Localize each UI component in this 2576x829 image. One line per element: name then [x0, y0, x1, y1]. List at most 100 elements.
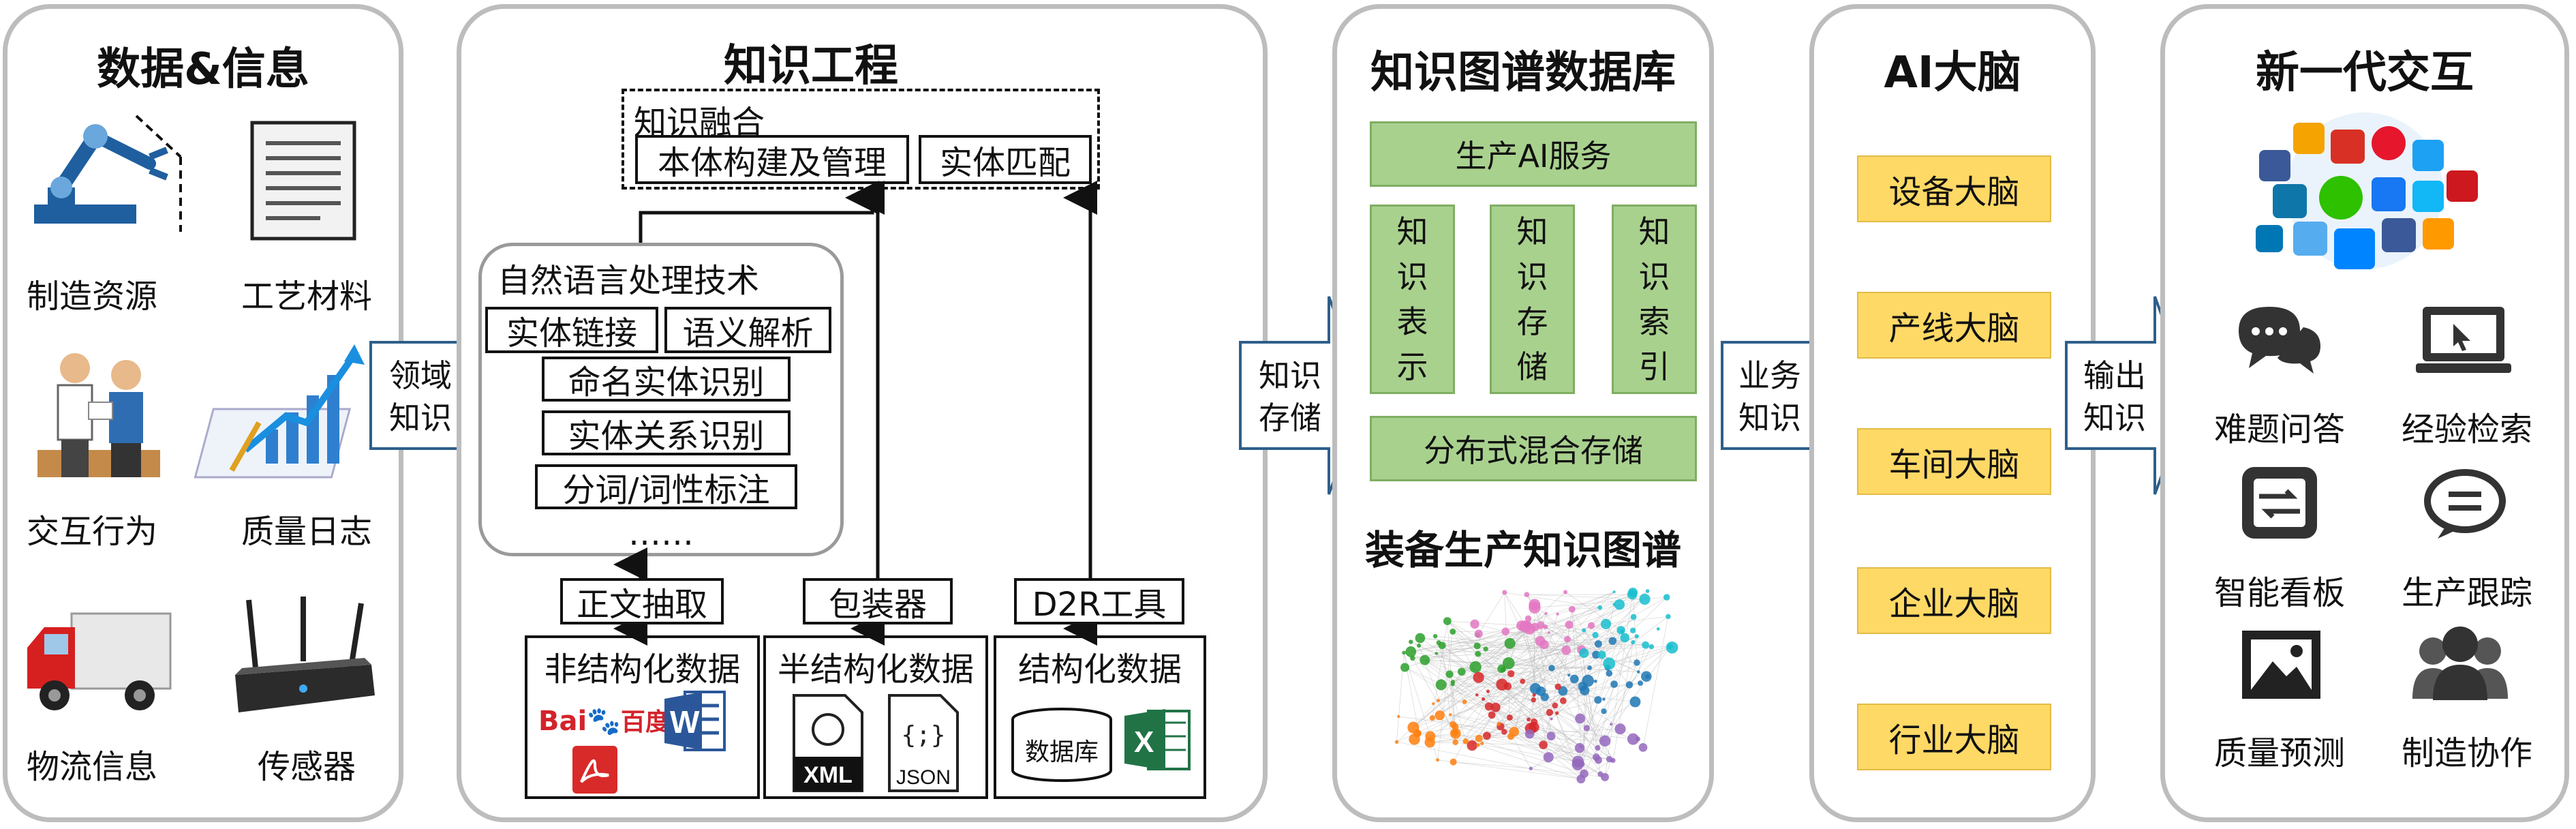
wrapper-box: 包装器 — [803, 578, 953, 624]
kg-network-node — [1544, 624, 1548, 629]
kg-network-node — [1556, 612, 1559, 615]
word-logo-letter: W — [670, 704, 700, 740]
data-info-title: 数据&信息 — [3, 34, 403, 97]
kg-network-node — [1507, 670, 1514, 677]
kg-network-node — [1502, 590, 1507, 594]
kg-network-node — [1569, 606, 1576, 613]
kg-network-node — [1435, 652, 1438, 655]
arrow-label-line: 知识 — [376, 397, 465, 439]
kg-network-edge — [1643, 616, 1668, 747]
kg-network-node — [1409, 639, 1413, 644]
kg-network-node — [1612, 603, 1616, 606]
kg-network-node — [1415, 633, 1426, 644]
kg-network-node — [1503, 657, 1515, 669]
monitor-cursor-icon — [2416, 303, 2511, 378]
kg-network-node — [1488, 711, 1496, 719]
kg-network-node — [1552, 703, 1559, 709]
kg-network-node — [1476, 743, 1479, 747]
user-group-icon — [2409, 624, 2511, 702]
kg-network-node — [1663, 594, 1670, 601]
kg-network-node — [1649, 644, 1655, 650]
kg-network-node — [1597, 650, 1606, 659]
distributed-storage-box: 分布式混合存储 — [1370, 416, 1697, 481]
kg-network-node — [1425, 732, 1435, 742]
kg-network-edge — [1397, 742, 1581, 779]
kg-network-node — [1580, 770, 1589, 779]
dashboard-switch-icon — [2239, 464, 2320, 542]
kg-network-node — [1501, 627, 1509, 635]
kg-network-node — [1595, 756, 1602, 764]
interaction-item-label: 智能看板 — [2198, 566, 2361, 614]
kg-network-node — [1531, 697, 1536, 702]
kg-network-node — [1579, 648, 1589, 658]
kg-network-node — [1620, 633, 1629, 643]
kg-network-node — [1628, 588, 1638, 597]
kg-network-node — [1626, 681, 1634, 689]
kg-network-edge — [1438, 760, 1581, 779]
kg-network-node — [1575, 743, 1584, 753]
interaction-item-label: 经验检索 — [2385, 402, 2549, 450]
arrow-label: 领域 知识 — [376, 355, 465, 439]
kg-network-edge — [1487, 736, 1605, 741]
kg-network-node — [1452, 739, 1458, 745]
kg-network-node — [1564, 636, 1571, 643]
interaction-item-label: 制造协作 — [2385, 726, 2549, 774]
kg-network-node — [1639, 594, 1650, 605]
kg-network-node — [1613, 590, 1616, 593]
semistructured-data-label: 半结构化数据 — [763, 642, 988, 690]
kg-network-node — [1400, 663, 1409, 672]
kg-network-node — [1554, 684, 1561, 690]
kg-network-node — [1402, 651, 1406, 655]
kg-network-node — [1565, 620, 1574, 629]
kg-network-node — [1469, 661, 1481, 673]
kg-network-node — [1563, 590, 1567, 594]
kg-network-edge — [1454, 762, 1531, 769]
kg-network-node — [1666, 642, 1678, 654]
kg-network-node — [1614, 723, 1625, 734]
kg-network-node — [1397, 715, 1400, 718]
kg-network-node — [1525, 729, 1535, 739]
arrow-label-line: 领域 — [376, 355, 465, 397]
kg-network-node — [1436, 758, 1439, 762]
baidu-paw-icon: 🐾 — [587, 706, 621, 737]
kg-network-node — [1437, 640, 1441, 645]
kg-network-node — [1531, 719, 1537, 725]
equipment-brain-box: 设备大脑 — [1857, 155, 2051, 222]
kg-network-node — [1597, 605, 1602, 610]
kg-network-node — [1544, 752, 1554, 762]
kg-network-node — [1637, 670, 1640, 673]
kg-network-node — [1450, 629, 1456, 635]
kg-network-node — [1483, 732, 1491, 740]
data-item-label: 物流信息 — [14, 740, 170, 787]
kg-network-node — [1527, 717, 1531, 721]
kg-network-node — [1475, 735, 1483, 742]
kg-network-node — [1446, 670, 1454, 678]
knowledge-representation-box: 知识表示 — [1370, 205, 1455, 394]
kg-network-node — [1601, 708, 1606, 714]
unstructured-data-label: 非结构化数据 — [525, 642, 760, 690]
kg-network-node — [1582, 629, 1586, 633]
kg-network-node — [1452, 729, 1458, 736]
arrow-label-line: 存储 — [1246, 397, 1334, 439]
kg-network-node — [1505, 638, 1516, 649]
kg-network-node — [1405, 646, 1416, 657]
kg-network-node — [1529, 767, 1533, 770]
data-item-label: 传感器 — [225, 740, 388, 787]
kg-network-node — [1587, 665, 1592, 670]
chart-report-icon — [218, 341, 375, 484]
svg-text:{;}: {;} — [901, 721, 945, 749]
kg-network-node — [1666, 614, 1670, 619]
interaction-item-label: 质量预测 — [2198, 726, 2361, 774]
kg-network-node — [1560, 697, 1567, 704]
kg-network-node — [1462, 699, 1467, 704]
kg-network-edge — [1638, 645, 1645, 672]
xml-label: XML — [803, 762, 853, 788]
kg-network-node — [1482, 697, 1485, 701]
ai-service-box: 生产AI服务 — [1370, 121, 1697, 187]
sensor-router-icon — [228, 593, 378, 723]
d2r-tool-box: D2R工具 — [1014, 578, 1184, 624]
kg-network-node — [1610, 723, 1612, 725]
kg-network-node — [1636, 736, 1640, 741]
kg-network-node — [1567, 674, 1570, 676]
arrow-label-line: 输出 — [2070, 355, 2159, 397]
